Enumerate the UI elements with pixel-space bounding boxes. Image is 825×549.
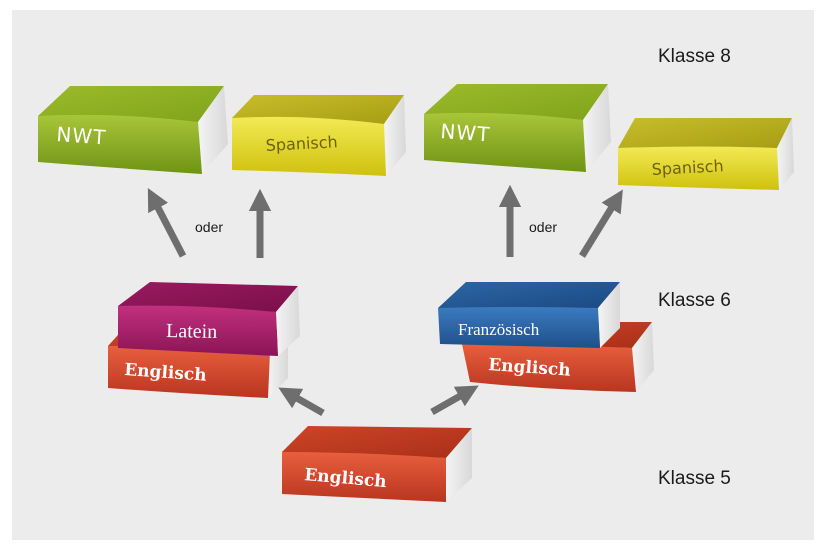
book-label-franzoesisch: Französisch xyxy=(458,320,540,339)
book-label-nwt-right: NWT xyxy=(440,119,492,146)
grade-label-klasse-6: Klasse 6 xyxy=(658,290,731,311)
arrow-latein-to-nwt xyxy=(147,188,187,258)
grade-label-klasse-5: Klasse 5 xyxy=(658,468,731,489)
grade-label-klasse-8: Klasse 8 xyxy=(658,46,731,67)
oder-label-right: oder xyxy=(529,219,557,235)
book-spanisch-left: Spanisch xyxy=(232,95,406,176)
book-englisch-bottom: Englisch xyxy=(282,426,472,502)
book-latein: Latein xyxy=(118,282,300,356)
book-spanisch-right: Spanisch xyxy=(618,118,794,190)
arrow-franz-to-spanisch xyxy=(579,189,623,258)
book-nwt-left: NWT xyxy=(38,86,228,174)
arrow-englisch5-to-left xyxy=(278,387,325,417)
oder-label-left: oder xyxy=(195,219,223,235)
book-label-spanisch-left: Spanisch xyxy=(265,132,338,155)
arrows xyxy=(147,184,623,417)
book-label-latein: Latein xyxy=(166,320,217,343)
book-nwt-right: NWT xyxy=(424,84,611,172)
book-label-spanisch-right: Spanisch xyxy=(651,156,724,179)
arrow-englisch5-to-right xyxy=(430,385,479,416)
book-franzoesisch: Französisch xyxy=(438,282,620,348)
book-label-nwt-left: NWT xyxy=(56,122,108,149)
